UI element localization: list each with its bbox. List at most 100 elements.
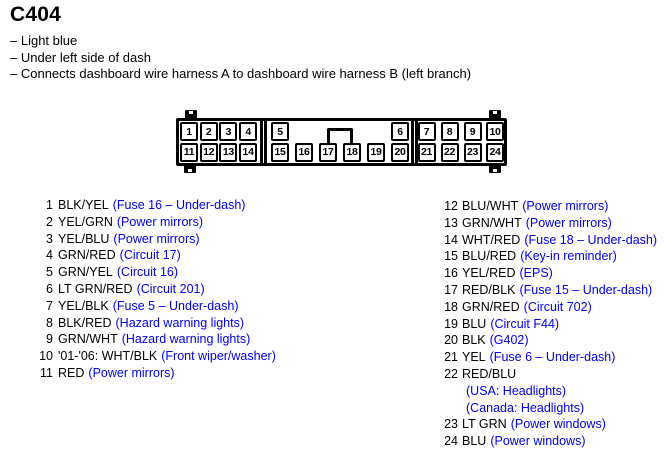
- wire-color: GRN/RED: [58, 248, 116, 263]
- pin-row: 4 GRN/RED(Circuit 17): [35, 247, 276, 264]
- pin-row: 10 '01-'06: WHT/BLK(Front wiper/washer): [35, 348, 276, 365]
- wire-color: LT GRN: [462, 417, 507, 432]
- circuit-link[interactable]: (Circuit F44): [490, 316, 560, 331]
- circuit-link[interactable]: (Fuse 18 – Under-dash): [524, 232, 658, 247]
- wire-color: BLK/RED: [58, 315, 112, 330]
- circuit-link[interactable]: (Front wiper/washer): [161, 349, 276, 364]
- pin-cell-11: 11: [180, 142, 198, 162]
- pin-cell-16: 16: [295, 142, 313, 162]
- pin-number: 7: [46, 298, 53, 313]
- pin-cell-6: 6: [391, 122, 409, 141]
- wire-color: RED: [58, 365, 85, 380]
- pin-cell-24: 24: [486, 142, 504, 162]
- circuit-link[interactable]: (Power mirrors): [116, 214, 203, 229]
- pin-row: 19 BLU(Circuit F44): [444, 316, 657, 333]
- pin-number: 19: [444, 316, 458, 331]
- wire-color: BLK/YEL: [58, 198, 109, 212]
- pin-number: 1: [46, 198, 53, 212]
- pin-cell-19: 19: [367, 142, 385, 162]
- wire-color: WHT/RED: [462, 232, 521, 247]
- circuit-link[interactable]: (Hazard warning lights): [115, 315, 245, 330]
- circuit-link[interactable]: (Fuse 15 – Under-dash): [519, 282, 653, 297]
- wire-color: GRN/RED: [462, 299, 520, 314]
- circuit-link[interactable]: (Fuse 16 – Under-dash): [112, 198, 246, 212]
- tab-notch: [188, 169, 192, 172]
- pin-number: 12: [444, 199, 458, 213]
- pin-cell-15: 15: [271, 142, 289, 162]
- note-line: – Connects dashboard wire harness A to d…: [10, 66, 472, 82]
- pin-cell-5: 5: [271, 122, 289, 141]
- circuit-link[interactable]: (Power mirrors): [522, 199, 609, 213]
- connector-divider-left: [260, 121, 267, 163]
- circuit-link[interactable]: (G402): [489, 333, 529, 348]
- circuit-link[interactable]: (USA: Headlights): [466, 383, 567, 398]
- circuit-link[interactable]: (Circuit 17): [119, 248, 181, 263]
- circuit-link[interactable]: (Power mirrors): [113, 231, 200, 246]
- pin-number: 16: [444, 266, 458, 281]
- pin-number: 5: [46, 265, 53, 280]
- pin-row: 14 WHT/RED(Fuse 18 – Under-dash): [444, 232, 657, 249]
- pin-number: 18: [444, 299, 458, 314]
- circuit-link[interactable]: (Fuse 6 – Under-dash): [489, 350, 616, 365]
- connector-tab-top-right: [489, 110, 501, 119]
- pin-cell-14: 14: [239, 142, 258, 162]
- pin-number: 14: [444, 232, 458, 247]
- circuit-link[interactable]: (Power mirrors): [525, 215, 612, 230]
- connector-tab-top-left: [185, 110, 197, 119]
- wire-color: BLU: [462, 316, 487, 331]
- pin-row: 15 BLU/RED(Key-in reminder): [444, 248, 657, 265]
- pin-cell-3: 3: [219, 122, 238, 141]
- connector-body: [176, 118, 507, 166]
- pin-number: 10: [39, 349, 53, 364]
- wire-color: BLU: [462, 434, 487, 449]
- pin-number: 2: [46, 214, 53, 229]
- wire-color: GRN/WHT: [58, 332, 118, 347]
- circuit-link[interactable]: (Canada: Headlights): [466, 400, 585, 415]
- pin-number: 4: [46, 248, 53, 263]
- circuit-link[interactable]: (Power windows): [510, 417, 606, 432]
- pin-number: 20: [444, 333, 458, 348]
- pin-row: (Canada: Headlights): [444, 400, 657, 417]
- circuit-link[interactable]: (Fuse 5 – Under-dash): [112, 298, 239, 313]
- pin-number: 6: [46, 281, 53, 296]
- pin-cell-22: 22: [440, 142, 459, 162]
- tab-notch: [189, 111, 193, 114]
- connector-notes: – Light blue – Under left side of dash –…: [10, 33, 471, 83]
- pin-number: 17: [444, 282, 458, 297]
- connector-latch-bump: [327, 128, 353, 144]
- wire-color: YEL/RED: [462, 266, 516, 281]
- pin-row: 16 YEL/RED(EPS): [444, 265, 657, 282]
- circuit-link[interactable]: (Circuit 201): [136, 281, 205, 296]
- circuit-link[interactable]: (Power mirrors): [88, 365, 175, 380]
- circuit-link[interactable]: (Circuit 16): [116, 265, 179, 280]
- pin-cell-10: 10: [486, 122, 504, 141]
- wire-color: BLU/WHT: [462, 199, 519, 213]
- note-line: – Light blue: [10, 33, 78, 48]
- page-title: C404: [10, 3, 62, 26]
- pin-cell-4: 4: [239, 122, 258, 141]
- pin-number: 15: [444, 249, 458, 264]
- circuit-link[interactable]: (Hazard warning lights): [121, 332, 251, 347]
- circuit-link[interactable]: (Power windows): [490, 434, 586, 449]
- wire-color: '01-'06: WHT/BLK: [58, 349, 158, 364]
- tab-notch: [493, 169, 497, 172]
- pin-cell-20: 20: [391, 142, 409, 162]
- circuit-link[interactable]: (Key-in reminder): [520, 249, 617, 264]
- circuit-link[interactable]: (Circuit 702): [523, 299, 592, 314]
- tab-notch: [493, 111, 497, 114]
- pin-number: 23: [444, 417, 458, 432]
- wire-color: RED/BLU: [462, 366, 517, 381]
- pin-row: 1 BLK/YEL(Fuse 16 – Under-dash): [35, 197, 276, 214]
- pin-cell-21: 21: [417, 142, 436, 162]
- pin-number: 3: [46, 231, 53, 246]
- wire-color: BLU/RED: [462, 249, 517, 264]
- circuit-link[interactable]: (EPS): [519, 266, 553, 281]
- pin-row: 18 GRN/RED(Circuit 702): [444, 299, 657, 316]
- pin-cell-9: 9: [463, 122, 482, 141]
